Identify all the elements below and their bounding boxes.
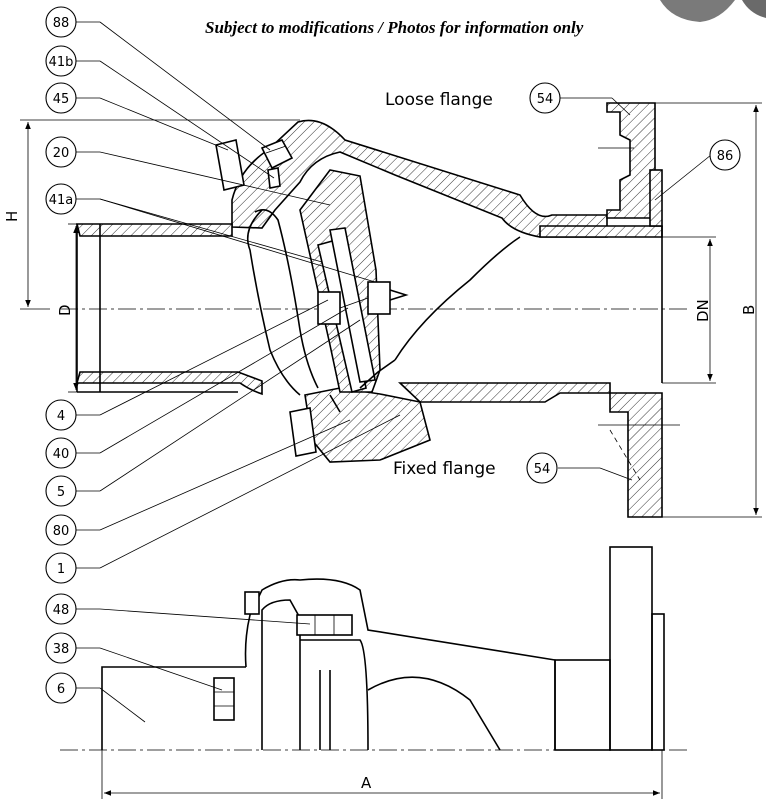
svg-text:48: 48 bbox=[53, 603, 70, 618]
outlet-pipe-top bbox=[539, 225, 663, 238]
svg-text:88: 88 bbox=[53, 16, 70, 31]
svg-text:40: 40 bbox=[53, 447, 70, 462]
callout-80: 80 bbox=[45, 514, 77, 546]
svg-text:41b: 41b bbox=[49, 55, 74, 70]
callout-20: 20 bbox=[45, 136, 77, 168]
callout-45: 45 bbox=[45, 82, 77, 114]
dim-a-label: A bbox=[361, 774, 372, 792]
callout-5: 5 bbox=[45, 475, 77, 507]
callout-40: 40 bbox=[45, 437, 77, 469]
loose-flange-label: Loose flange bbox=[385, 90, 493, 110]
svg-text:5: 5 bbox=[57, 485, 65, 500]
fixed-flange bbox=[609, 392, 663, 518]
svg-text:Loose flange: Loose flange bbox=[385, 90, 493, 110]
exterior-flange-hub bbox=[554, 659, 611, 751]
section-view bbox=[60, 102, 690, 518]
seat-ring bbox=[329, 227, 376, 383]
svg-text:45: 45 bbox=[53, 92, 70, 107]
exterior-view: A bbox=[60, 546, 690, 799]
inlet-pipe-bottom bbox=[75, 371, 263, 396]
callout-4: 4 bbox=[45, 399, 77, 431]
svg-text:54: 54 bbox=[534, 462, 551, 477]
dim-d-label: D bbox=[56, 304, 74, 316]
exterior-nut-48 bbox=[296, 614, 353, 636]
svg-text:38: 38 bbox=[53, 642, 70, 657]
drain-bolt bbox=[289, 407, 317, 457]
top-bolt bbox=[215, 139, 245, 191]
dim-dn-label: DN bbox=[694, 299, 712, 322]
svg-text:86: 86 bbox=[717, 149, 734, 164]
callout-54-loose: 54 bbox=[529, 82, 561, 114]
gasket-86 bbox=[649, 169, 663, 227]
callout-88: 88 bbox=[45, 6, 77, 38]
svg-text:Fixed flange: Fixed flange bbox=[393, 459, 496, 479]
exterior-flange bbox=[609, 546, 653, 751]
callout-48: 48 bbox=[45, 593, 77, 625]
callout-41b: 41b bbox=[45, 45, 77, 77]
svg-text:54: 54 bbox=[537, 92, 554, 107]
dim-b-label: B bbox=[740, 305, 758, 315]
callout-54-fixed: 54 bbox=[526, 452, 558, 484]
disclaimer-note: Subject to modifications / Photos for in… bbox=[205, 18, 584, 37]
svg-text:80: 80 bbox=[53, 524, 70, 539]
callout-1: 1 bbox=[45, 552, 77, 584]
svg-text:1: 1 bbox=[57, 562, 65, 577]
callout-86: 86 bbox=[709, 139, 741, 171]
outlet-pipe-bottom bbox=[397, 382, 611, 403]
loose-flange bbox=[606, 102, 656, 219]
callout-6: 6 bbox=[45, 672, 77, 704]
leader-lines bbox=[76, 21, 712, 723]
photo-fragment bbox=[660, 0, 766, 22]
dimensions-section: H D DN B bbox=[3, 102, 762, 518]
svg-text:20: 20 bbox=[53, 146, 70, 161]
svg-text:6: 6 bbox=[57, 682, 65, 697]
fixed-flange-label: Fixed flange bbox=[393, 459, 496, 479]
exterior-pipe bbox=[101, 666, 246, 750]
body-top-wall bbox=[231, 119, 608, 238]
svg-text:41a: 41a bbox=[49, 193, 74, 208]
hinge-pin bbox=[260, 138, 294, 170]
exterior-cover bbox=[244, 578, 556, 750]
callout-38: 38 bbox=[45, 632, 77, 664]
exterior-flange-face bbox=[651, 613, 665, 751]
exterior-bolt-38 bbox=[213, 677, 235, 721]
body-bottom bbox=[304, 387, 431, 463]
svg-text:4: 4 bbox=[57, 409, 65, 424]
dim-h-label: H bbox=[3, 211, 21, 222]
callout-41a: 41a bbox=[45, 183, 77, 215]
